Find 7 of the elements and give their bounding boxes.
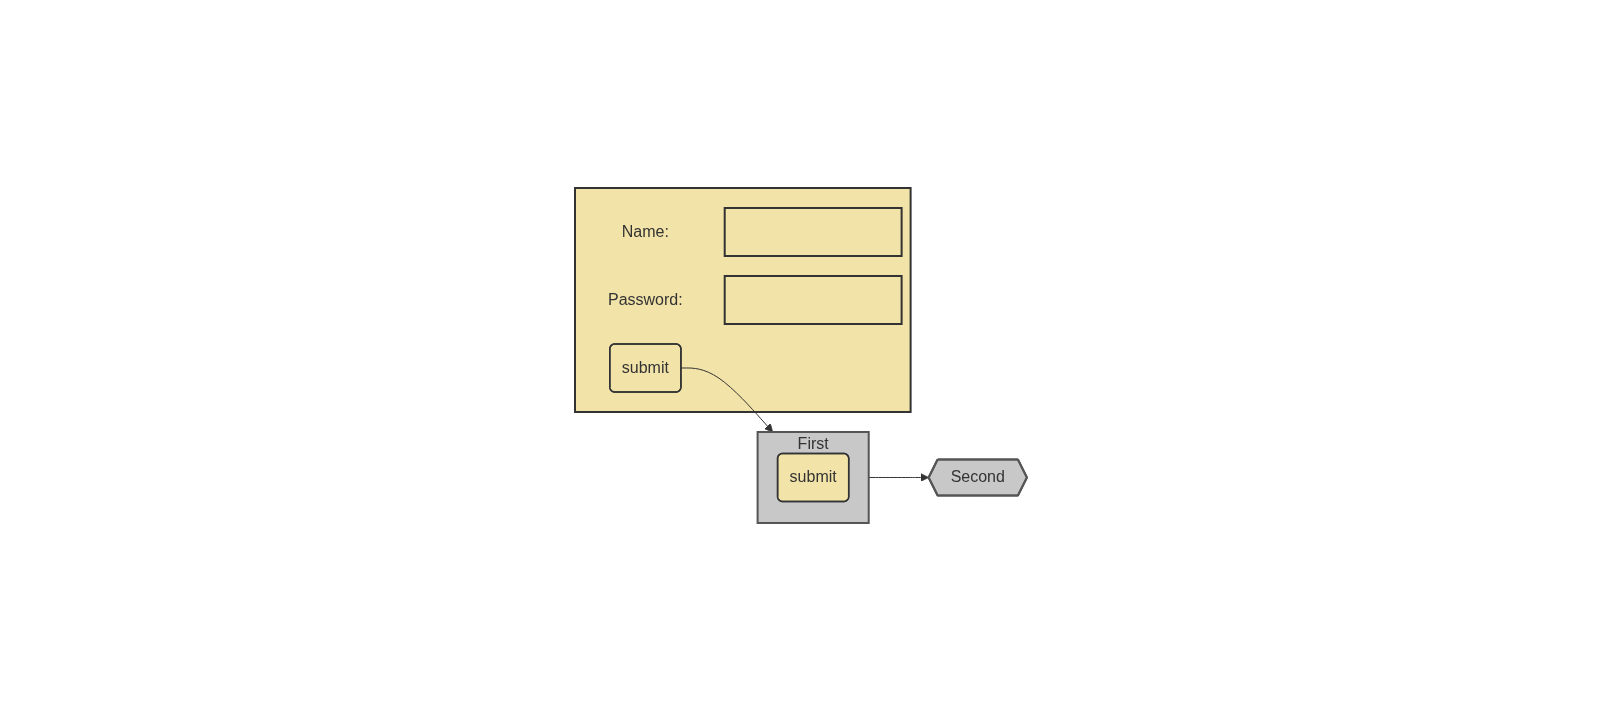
arrow (868, 472, 930, 482)
node-label: Name: (621, 222, 669, 240)
node-label: Password: (608, 290, 683, 308)
cluster (574, 186, 912, 413)
node-box (723, 206, 903, 257)
arrow (680, 367, 774, 432)
node-box (723, 274, 903, 325)
